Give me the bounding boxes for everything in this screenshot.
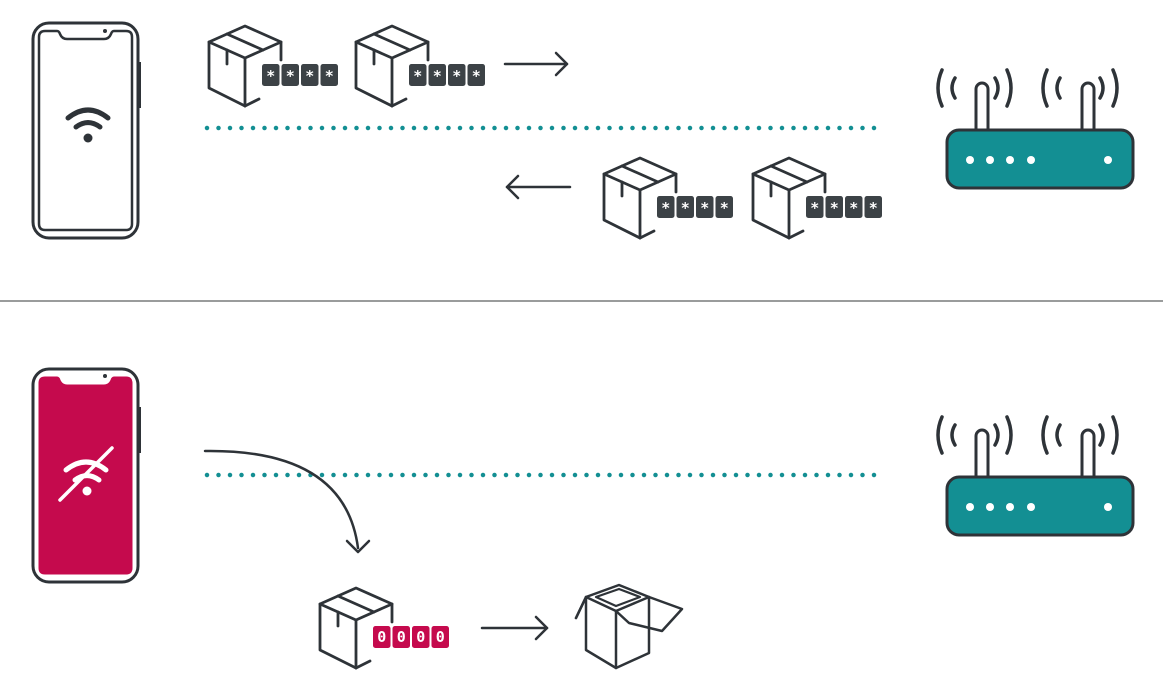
code-tile: [845, 196, 863, 218]
code-character: 0: [436, 628, 445, 646]
code-character: *: [681, 199, 690, 217]
outgoing-packet-2: * * * *: [354, 24, 485, 108]
phone-disconnected: [31, 367, 141, 584]
code-tile: [301, 64, 319, 86]
code-character: *: [472, 67, 481, 85]
router-icon: [936, 68, 1135, 190]
code-tile: [262, 64, 280, 86]
open-box-icon: [574, 583, 684, 670]
code-character: *: [266, 67, 275, 85]
code-character: 0: [416, 628, 425, 646]
code-tile: [657, 196, 675, 218]
encrypted-code: * * * *: [806, 196, 882, 218]
encrypted-code: * * * *: [409, 64, 485, 86]
code-tile: [864, 196, 882, 218]
wifi-icon: [65, 107, 111, 143]
code-character: *: [830, 199, 839, 217]
panel-secure: * * * * * * * * * * * * * * * *: [31, 21, 1135, 240]
code-tile: [373, 626, 391, 648]
code-tile: [392, 626, 410, 648]
code-tile: [412, 626, 430, 648]
code-tile: [676, 196, 694, 218]
code-character: *: [325, 67, 334, 85]
code-tile: [428, 64, 446, 86]
code-character: *: [810, 199, 819, 217]
code-character: 0: [397, 628, 406, 646]
code-tile: [431, 626, 449, 648]
router-icon: [936, 415, 1135, 537]
code-tile: [715, 196, 733, 218]
incoming-packet-2: * * * *: [751, 156, 882, 240]
code-tile: [696, 196, 714, 218]
outgoing-packet-1: * * * *: [207, 24, 338, 108]
phone-connected: [31, 21, 141, 240]
wifi-off-icon: [58, 446, 114, 502]
code-character: *: [305, 67, 314, 85]
code-character: *: [700, 199, 709, 217]
encrypted-code: * * * *: [262, 64, 338, 86]
code-tile: [320, 64, 338, 86]
encrypted-code: * * * *: [657, 196, 733, 218]
code-character: *: [849, 199, 858, 217]
code-tile: [281, 64, 299, 86]
curved-arrow-down-icon: [203, 449, 371, 554]
code-character: *: [720, 199, 729, 217]
code-tile: [825, 196, 843, 218]
arrow-left-icon: [505, 174, 572, 200]
code-character: 0: [377, 628, 386, 646]
code-character: *: [661, 199, 670, 217]
code-character: *: [286, 67, 295, 85]
arrow-right-icon: [503, 51, 569, 77]
code-tile: [467, 64, 485, 86]
code-character: *: [433, 67, 442, 85]
code-character: *: [452, 67, 461, 85]
code-tile: [409, 64, 427, 86]
code-character: *: [413, 67, 422, 85]
code-character: *: [869, 199, 878, 217]
code-tile: [448, 64, 466, 86]
incoming-packet-1: * * * *: [602, 156, 733, 240]
code-tile: [806, 196, 824, 218]
arrow-right-icon: [480, 615, 549, 641]
